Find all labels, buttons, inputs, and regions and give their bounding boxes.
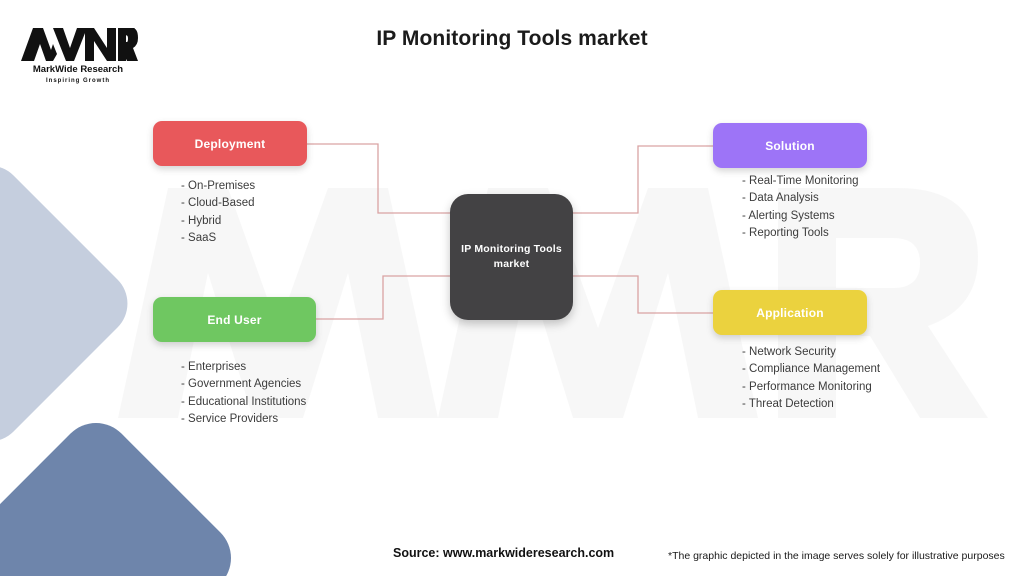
list-item: - Cloud-Based bbox=[181, 197, 255, 210]
branch-items-end-user: - Enterprises - Government Agencies - Ed… bbox=[181, 359, 306, 429]
list-item: - Educational Institutions bbox=[181, 395, 307, 408]
branch-node-end-user[interactable]: End User bbox=[153, 297, 316, 342]
list-item: - Network Security bbox=[742, 346, 836, 358]
decorative-diamond-dark bbox=[0, 408, 246, 576]
center-node-line1: IP Monitoring Tools bbox=[461, 243, 562, 256]
branch-node-application[interactable]: Application bbox=[713, 290, 867, 335]
list-item: - Reporting Tools bbox=[742, 227, 829, 240]
company-logo: MarkWide Research Inspiring Growth bbox=[18, 22, 138, 86]
branch-node-solution[interactable]: Solution bbox=[713, 123, 867, 168]
list-item: - Compliance Management bbox=[742, 363, 881, 376]
list-item: - Data Analysis bbox=[742, 192, 819, 205]
list-item: - Hybrid bbox=[181, 214, 222, 227]
list-item: - Enterprises bbox=[181, 361, 247, 373]
svg-text:Inspiring Growth: Inspiring Growth bbox=[46, 78, 110, 84]
branch-items-deployment: - On-Premises - Cloud-Based - Hybrid - S… bbox=[181, 178, 255, 248]
branch-label-end-user: End User bbox=[207, 312, 262, 327]
disclaimer-text: *The graphic depicted in the image serve… bbox=[668, 550, 1005, 562]
list-item: - Real-Time Monitoring bbox=[742, 175, 859, 187]
branch-label-solution: Solution bbox=[765, 138, 815, 153]
center-node: IP Monitoring Tools market bbox=[450, 194, 573, 320]
list-item: - On-Premises bbox=[181, 180, 256, 192]
list-item: - Threat Detection bbox=[742, 398, 834, 411]
center-node-label: IP Monitoring Tools market bbox=[461, 242, 562, 272]
list-item: - Alerting Systems bbox=[742, 209, 835, 222]
branch-items-solution: - Real-Time Monitoring - Data Analysis -… bbox=[742, 173, 859, 243]
page-title: IP Monitoring Tools market bbox=[376, 27, 648, 50]
branch-label-deployment: Deployment bbox=[194, 136, 266, 151]
list-item: - SaaS bbox=[181, 232, 217, 245]
center-node-line2: market bbox=[493, 258, 530, 270]
list-item: - Performance Monitoring bbox=[742, 380, 872, 393]
svg-text:MarkWide Research: MarkWide Research bbox=[33, 64, 123, 75]
list-item: - Government Agencies bbox=[181, 378, 302, 391]
branch-items-application: - Network Security - Compliance Manageme… bbox=[742, 344, 880, 414]
source-text: Source: www.markwideresearch.com bbox=[393, 546, 615, 560]
branch-node-deployment[interactable]: Deployment bbox=[153, 121, 307, 166]
list-item: - Service Providers bbox=[181, 413, 279, 426]
branch-label-application: Application bbox=[756, 305, 824, 320]
